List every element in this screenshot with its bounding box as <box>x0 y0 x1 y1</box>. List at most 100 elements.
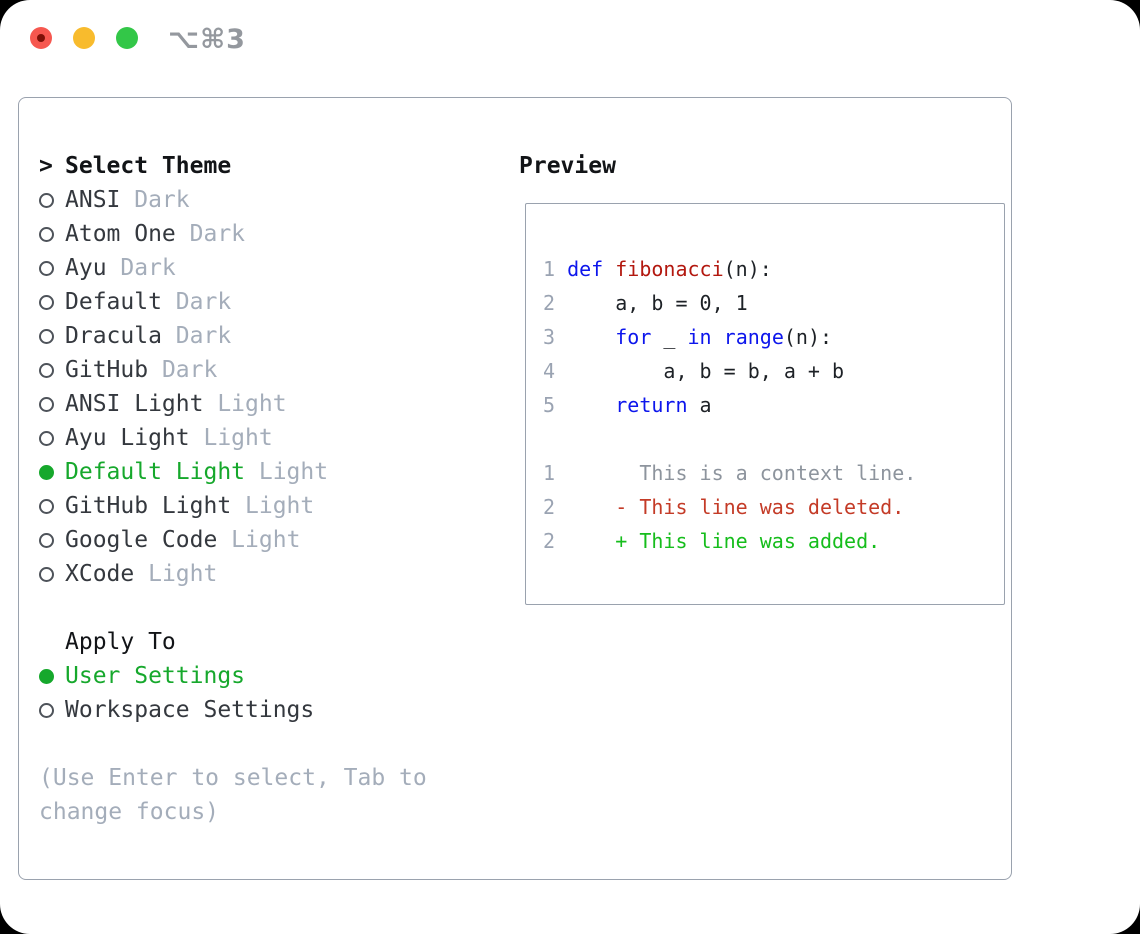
diff-line: 1 This is a context line. <box>543 456 1004 490</box>
close-button[interactable] <box>30 27 52 49</box>
code-token: - This line was deleted. <box>567 495 905 519</box>
code-token <box>555 529 567 553</box>
theme-item-github[interactable]: GitHub Dark <box>39 353 479 387</box>
code-token <box>555 257 567 281</box>
theme-item-label: Google Code <box>65 527 218 553</box>
radio-circle <box>39 362 54 378</box>
help-text: (Use Enter to select, Tab to change focu… <box>39 765 427 825</box>
theme-item-default-light[interactable]: Default Light Light <box>39 455 479 489</box>
code-token <box>555 393 567 417</box>
radio-circle <box>39 532 54 548</box>
radio-icon <box>39 557 65 591</box>
diff-line: 2 - This line was deleted. <box>543 490 1004 524</box>
code-token: (n): <box>783 325 833 349</box>
line-number: 2 <box>543 291 556 315</box>
theme-item-github-light[interactable]: GitHub Light Light <box>39 489 479 523</box>
radio-icon <box>39 251 65 285</box>
apply-option-label: Workspace Settings <box>65 697 315 723</box>
radio-circle <box>39 226 54 242</box>
code-line: 5 return a <box>543 388 1004 422</box>
theme-item-variant: Light <box>245 459 329 485</box>
radio-icon <box>39 387 65 421</box>
theme-item-ayu[interactable]: Ayu Dark <box>39 251 479 285</box>
theme-item-label: Ayu Light <box>65 425 190 451</box>
titlebar: ⌥⌘3 <box>0 0 1140 76</box>
preview-pane: Preview 1 def fibonacci(n):2 a, b = 0, 1… <box>501 149 1005 605</box>
code-token: a <box>687 393 712 417</box>
theme-item-variant: Dark <box>175 221 246 247</box>
radio-icon <box>39 285 65 319</box>
radio-icon <box>39 217 65 251</box>
code-token: in <box>687 325 712 349</box>
radio-icon <box>39 489 65 523</box>
radio-circle <box>39 430 54 446</box>
apply-to-header: Apply To <box>39 625 479 659</box>
theme-item-label: Ayu <box>65 255 107 281</box>
radio-icon <box>39 319 65 353</box>
theme-item-label: GitHub Light <box>65 493 232 519</box>
apply-to-title: Apply To <box>65 629 176 655</box>
code-line: 2 a, b = 0, 1 <box>543 286 1004 320</box>
theme-item-variant: Dark <box>148 357 218 383</box>
radio-circle <box>39 702 54 718</box>
code-token <box>567 325 615 349</box>
line-number: 4 <box>543 359 556 383</box>
code-token: fibonacci <box>615 257 724 281</box>
code-token <box>555 359 567 383</box>
theme-item-variant: Light <box>217 527 301 553</box>
line-number: 5 <box>543 393 556 417</box>
spacer <box>39 591 479 625</box>
code-token: range <box>723 325 784 349</box>
theme-menu-title: Select Theme <box>65 153 232 179</box>
code-token <box>555 495 567 519</box>
line-number: 1 <box>543 257 556 281</box>
radio-circle <box>39 294 54 310</box>
theme-item-variant: Dark <box>106 255 176 281</box>
spacer <box>543 422 1004 456</box>
theme-item-default[interactable]: Default Dark <box>39 285 479 319</box>
code-token <box>567 393 615 417</box>
theme-item-google-code[interactable]: Google Code Light <box>39 523 479 557</box>
minimize-button[interactable] <box>73 27 95 49</box>
theme-item-atom-one[interactable]: Atom One Dark <box>39 217 479 251</box>
theme-item-variant: Light <box>231 493 315 519</box>
line-number: 2 <box>543 529 556 553</box>
code-token: for <box>615 325 652 349</box>
radio-icon <box>39 421 65 455</box>
line-number: 3 <box>543 325 556 349</box>
theme-item-ayu-light[interactable]: Ayu Light Light <box>39 421 479 455</box>
radio-icon <box>39 353 65 387</box>
code-token: a, b = 0, 1 <box>567 291 748 315</box>
diff-block: 1 This is a context line.2 - This line w… <box>543 456 1004 558</box>
prompt-icon: > <box>39 153 53 179</box>
code-token <box>555 461 567 485</box>
theme-item-label: ANSI Light <box>65 391 204 417</box>
theme-item-xcode[interactable]: XCode Light <box>39 557 479 591</box>
theme-item-ansi-light[interactable]: ANSI Light Light <box>39 387 479 421</box>
code-token: a, b = b, a + b <box>567 359 845 383</box>
theme-item-variant: Dark <box>161 289 232 315</box>
radio-circle <box>39 498 54 514</box>
preview-title: Preview <box>519 153 616 179</box>
line-number: 1 <box>543 461 556 485</box>
theme-item-label: Default Light <box>65 459 246 485</box>
radio-circle <box>39 464 54 480</box>
apply-option-workspace-settings[interactable]: Workspace Settings <box>39 693 479 727</box>
code-token <box>712 325 724 349</box>
code-token <box>555 325 567 349</box>
theme-item-dracula[interactable]: Dracula Dark <box>39 319 479 353</box>
radio-circle <box>39 566 54 582</box>
theme-item-ansi[interactable]: ANSI Dark <box>39 183 479 217</box>
code-line: 1 def fibonacci(n): <box>543 252 1004 286</box>
theme-item-label: Atom One <box>65 221 176 247</box>
radio-icon <box>39 183 65 217</box>
code-token <box>555 291 567 315</box>
apply-option-user-settings[interactable]: User Settings <box>39 659 479 693</box>
theme-item-variant: Dark <box>120 187 190 213</box>
zoom-button[interactable] <box>116 27 138 49</box>
code-token: + This line was added. <box>567 529 881 553</box>
code-token <box>603 257 615 281</box>
